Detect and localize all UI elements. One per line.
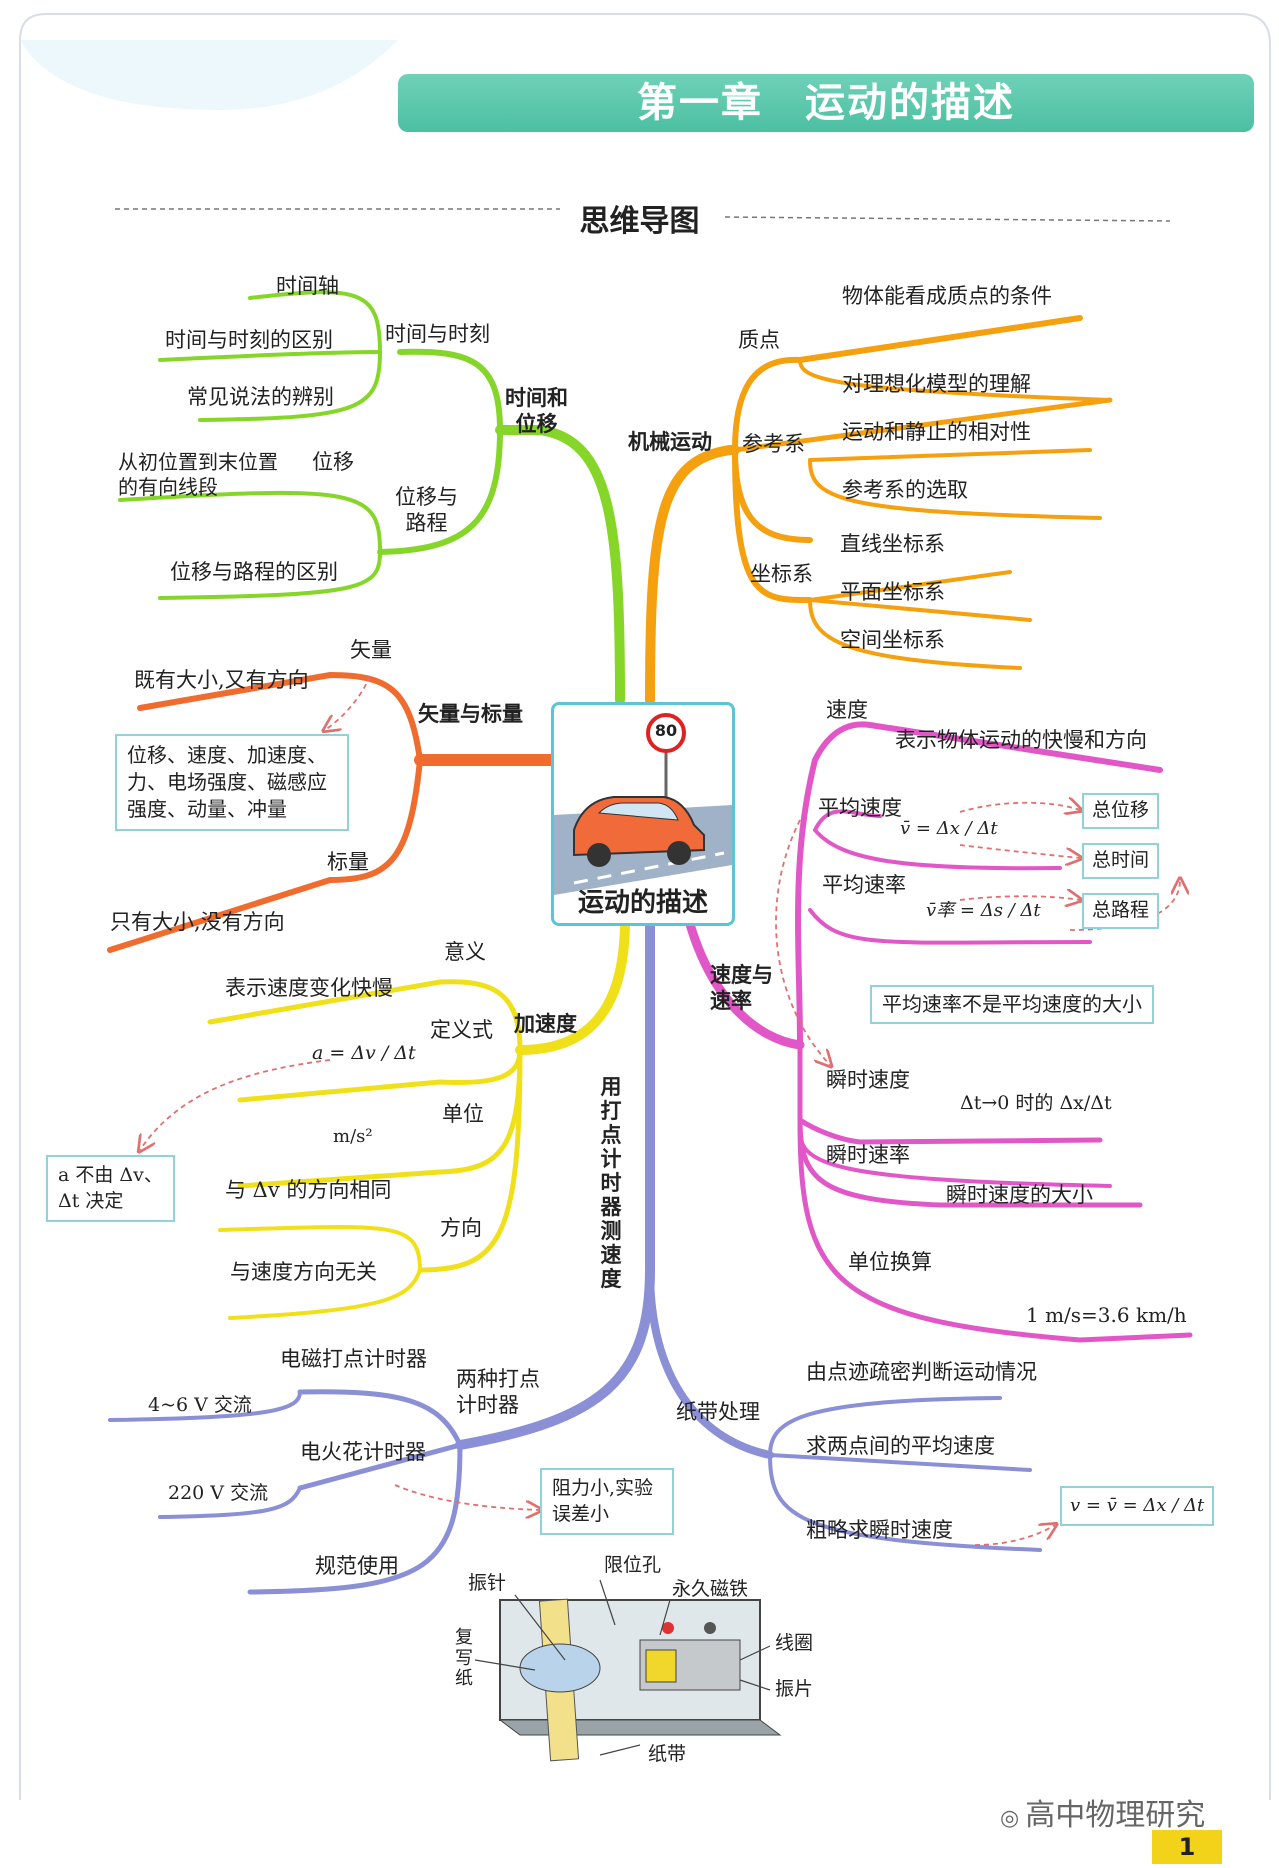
node-disp-path: 位移与 路程 (395, 485, 458, 536)
node-em-voltage: 4~6 V 交流 (148, 1394, 252, 1416)
branch-mechanical-motion (645, 315, 1113, 705)
node-inst-vel-formula: Δt→0 时的 Δx/Δt (960, 1092, 1112, 1114)
node-inst-speed: 瞬时速率 (826, 1143, 910, 1167)
speed-note-box: 平均速率不是平均速度的大小 (870, 985, 1154, 1024)
node-common-sayings: 常见说法的辨别 (187, 385, 334, 409)
node-velocity: 速度 (826, 698, 868, 722)
accel-note-box: a 不由 Δv、Δt 决定 (46, 1155, 175, 1223)
node-meaning: 意义 (444, 940, 486, 964)
node-avg-speed-formula: v̄率 = Δs / Δt (926, 900, 1041, 921)
total-disp-box: 总位移 (1082, 793, 1160, 829)
device-carbon-paper-label: 复 写 纸 (455, 1627, 473, 1690)
node-particle-cond: 物体能看成质点的条件 (842, 284, 1052, 308)
node-avg-two-points: 求两点间的平均速度 (806, 1434, 995, 1458)
node-plane-coords: 平面坐标系 (840, 580, 945, 604)
node-displacement: 位移 (312, 450, 354, 474)
node-scalar: 标量 (327, 850, 369, 874)
node-scalar-def: 只有大小,没有方向 (110, 910, 285, 934)
vector-examples-box: 位移、速度、加速度、力、电场强度、磁感应强度、动量、冲量 (115, 734, 349, 831)
branch-label-accel: 加速度 (514, 1012, 577, 1036)
node-two-timers: 两种打点 计时器 (456, 1367, 540, 1418)
approx-formula-box: v = v̄ = Δx / Δt (1060, 1486, 1215, 1527)
node-tape-density: 由点迹疏密判断运动情况 (806, 1360, 1037, 1384)
node-vector: 矢量 (350, 638, 392, 662)
device-needle-label: 振针 (468, 1572, 507, 1594)
branch-label-time-disp: 时间和 位移 (505, 386, 568, 437)
node-disp-def: 从初位置到末位置 的有向线段 (118, 450, 278, 499)
center-label: 运动的描述 (577, 888, 708, 918)
chapter-title-band: 第一章 运动的描述 (398, 74, 1254, 132)
node-unit-value: m/s² (333, 1126, 373, 1147)
node-reference: 参考系 (742, 432, 805, 456)
speed-sign: 80 (654, 721, 678, 740)
node-tape: 纸带处理 (676, 1400, 760, 1424)
node-time-moment: 时间与时刻 (385, 322, 490, 346)
node-disp-vs-path: 位移与路程的区别 (170, 560, 338, 584)
watermark-text: 高中物理研究 (1025, 1798, 1206, 1833)
timer-device-icon (498, 1598, 782, 1762)
node-em-timer: 电磁打点计时器 (280, 1347, 427, 1371)
node-avg-speed: 平均速率 (822, 873, 906, 897)
node-inst-velocity: 瞬时速度 (826, 1068, 910, 1092)
car-illustration-icon (554, 713, 732, 895)
page-number: 1 (1152, 1830, 1222, 1864)
watermark: ◎高中物理研究 (1000, 1790, 1205, 1834)
branch-label-speed: 速度与 速率 (710, 963, 773, 1014)
node-spark-voltage: 220 V 交流 (168, 1482, 269, 1504)
wechat-icon: ◎ (1000, 1806, 1020, 1831)
section-title: 思维导图 (579, 204, 700, 239)
branch-time-displacement (118, 290, 625, 705)
device-magnet-label: 永久磁铁 (672, 1578, 749, 1600)
node-spark-timer: 电火花计时器 (300, 1440, 426, 1464)
node-unit: 单位 (442, 1102, 484, 1126)
node-particle: 质点 (738, 328, 780, 352)
branch-vector-scalar (107, 671, 557, 953)
device-coil-label: 线圈 (775, 1632, 814, 1654)
node-proper-use: 规范使用 (315, 1554, 399, 1578)
node-def-formula: a = Δv / Δt (312, 1042, 416, 1064)
chapter-title: 第一章 运动的描述 (637, 80, 1015, 126)
node-time-vs-moment: 时间与时刻的区别 (165, 328, 333, 352)
timer-note-box: 阻力小,实验误差小 (540, 1468, 674, 1536)
branch-label-vector: 矢量与标量 (418, 702, 523, 726)
branch-acceleration (207, 915, 630, 1320)
branch-speed (675, 721, 1193, 1343)
device-limit-hole-label: 限位孔 (604, 1554, 662, 1576)
node-unit-conv: 单位换算 (848, 1250, 932, 1274)
branch-label-mechanical: 机械运动 (628, 430, 712, 454)
branch-timer (108, 915, 1042, 1595)
node-avg-velocity: 平均速度 (818, 796, 902, 820)
device-vibrator-label: 振片 (775, 1678, 814, 1700)
node-vector-def: 既有大小,又有方向 (134, 668, 309, 692)
node-coords: 坐标系 (750, 562, 813, 586)
device-callout-lines (474, 1579, 771, 1756)
node-meaning-def: 表示速度变化快慢 (225, 976, 393, 1000)
total-time-box: 总时间 (1082, 843, 1160, 879)
node-space-coords: 空间坐标系 (840, 628, 945, 652)
node-direction: 方向 (440, 1216, 482, 1240)
node-definition: 定义式 (430, 1018, 493, 1042)
total-path-box: 总路程 (1082, 893, 1160, 929)
node-timeline: 时间轴 (276, 274, 339, 298)
node-dir-same: 与 Δv 的方向相同 (225, 1178, 392, 1202)
node-avg-vel-formula: v̄ = Δx / Δt (900, 818, 998, 839)
node-relativity: 运动和静止的相对性 (842, 420, 1031, 444)
node-approx-inst: 粗略求瞬时速度 (806, 1518, 953, 1542)
node-ideal-model: 对理想化模型的理解 (842, 372, 1031, 396)
node-dir-unrelated: 与速度方向无关 (230, 1260, 377, 1284)
center-node: 80 运动的描述 (551, 702, 735, 926)
node-unit-conv-value: 1 m/s=3.6 km/h (1026, 1303, 1187, 1327)
node-line-coords: 直线坐标系 (840, 532, 945, 556)
device-paper-tape-label: 纸带 (648, 1743, 687, 1765)
node-ref-choice: 参考系的选取 (842, 478, 968, 502)
branch-label-timer: 用打点计时器测速度 (600, 1075, 622, 1291)
node-inst-speed-def: 瞬时速度的大小 (946, 1183, 1093, 1207)
node-velocity-def: 表示物体运动的快慢和方向 (895, 728, 1147, 752)
